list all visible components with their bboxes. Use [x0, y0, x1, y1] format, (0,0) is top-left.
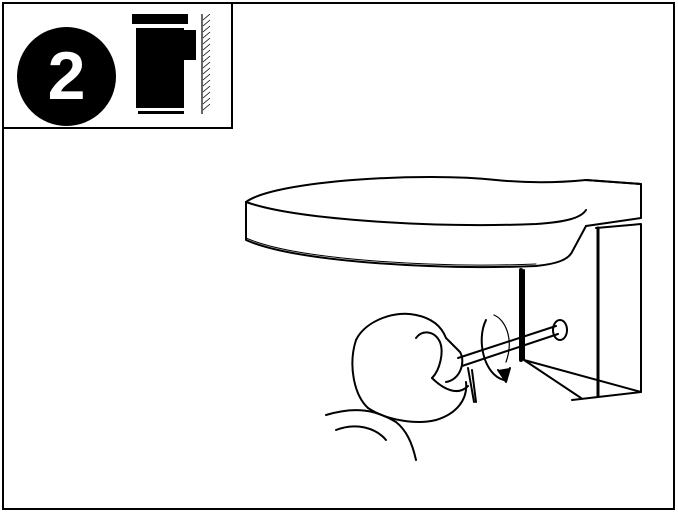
- step-header-box: [2, 2, 233, 129]
- step-number-badge: 2: [17, 27, 116, 126]
- step-number: 2: [47, 37, 86, 114]
- wall-mounted-device-icon: [132, 14, 211, 114]
- hand-turning-screwdriver-illustration: [245, 175, 642, 461]
- step-header-divider: [2, 127, 233, 129]
